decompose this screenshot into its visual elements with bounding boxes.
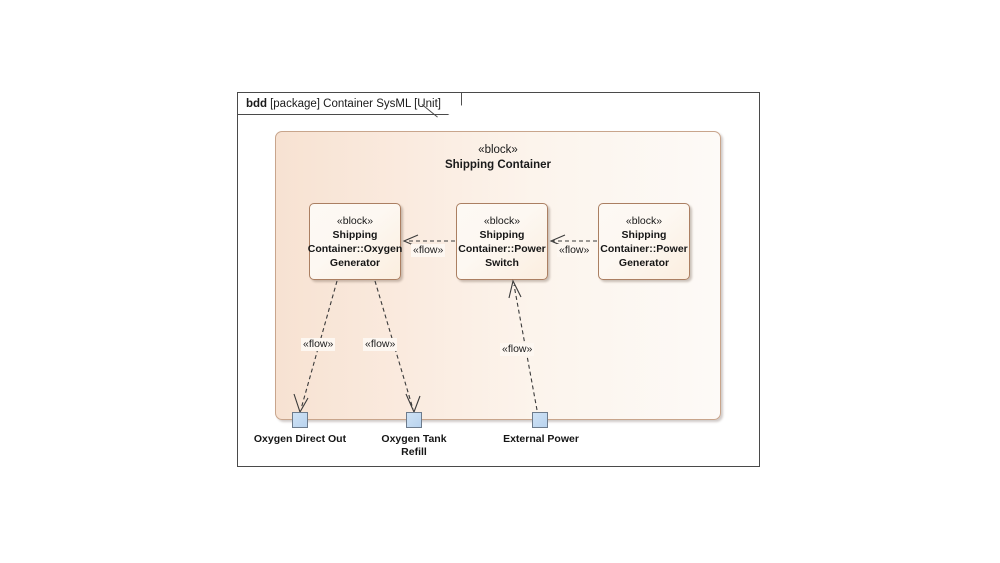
port-label-external-power: External Power [503,433,579,445]
frame-descriptor: [package] Container SysML [Unit] [270,97,441,110]
block-power-switch-name: Shipping Container::Power Switch [458,228,546,269]
block-power-switch[interactable]: «block» Shipping Container::Power Switch [456,203,548,280]
frame-label: bdd[package] Container SysML [Unit] [238,93,462,115]
shipping-container-name: Shipping Container [444,159,552,171]
flow-label-oxygen-to-tank-refill: «flow» [363,338,398,351]
flow-label-generator-to-switch: «flow» [557,244,592,257]
block-oxygen-generator-stereotype: «block» [336,214,374,227]
port-external-power[interactable] [532,412,548,428]
port-label-oxygen-direct-out: Oxygen Direct Out [253,433,347,445]
flow-label-external-power-to-switch: «flow» [500,343,535,356]
flow-label-oxygen-to-direct-out: «flow» [301,338,336,351]
port-oxygen-direct-out[interactable] [292,412,308,428]
shipping-container-stereotype: «block» [478,144,518,156]
block-power-switch-stereotype: «block» [483,214,521,227]
block-power-generator[interactable]: «block» Shipping Container::Power Genera… [598,203,690,280]
shipping-container-title: «block» Shipping Container [276,143,720,173]
port-oxygen-tank-refill[interactable] [406,412,422,428]
block-power-generator-stereotype: «block» [625,214,663,227]
block-oxygen-generator[interactable]: «block» Shipping Container::Oxygen Gener… [307,203,403,280]
frame-keyword: bdd [246,97,268,110]
block-power-generator-name: Shipping Container::Power Generator [600,228,688,269]
block-oxygen-generator-name: Shipping Container::Oxygen Generator [307,228,403,269]
port-label-oxygen-tank-refill: Oxygen Tank Refill [381,433,447,458]
flow-label-switch-to-oxygen: «flow» [411,244,446,257]
